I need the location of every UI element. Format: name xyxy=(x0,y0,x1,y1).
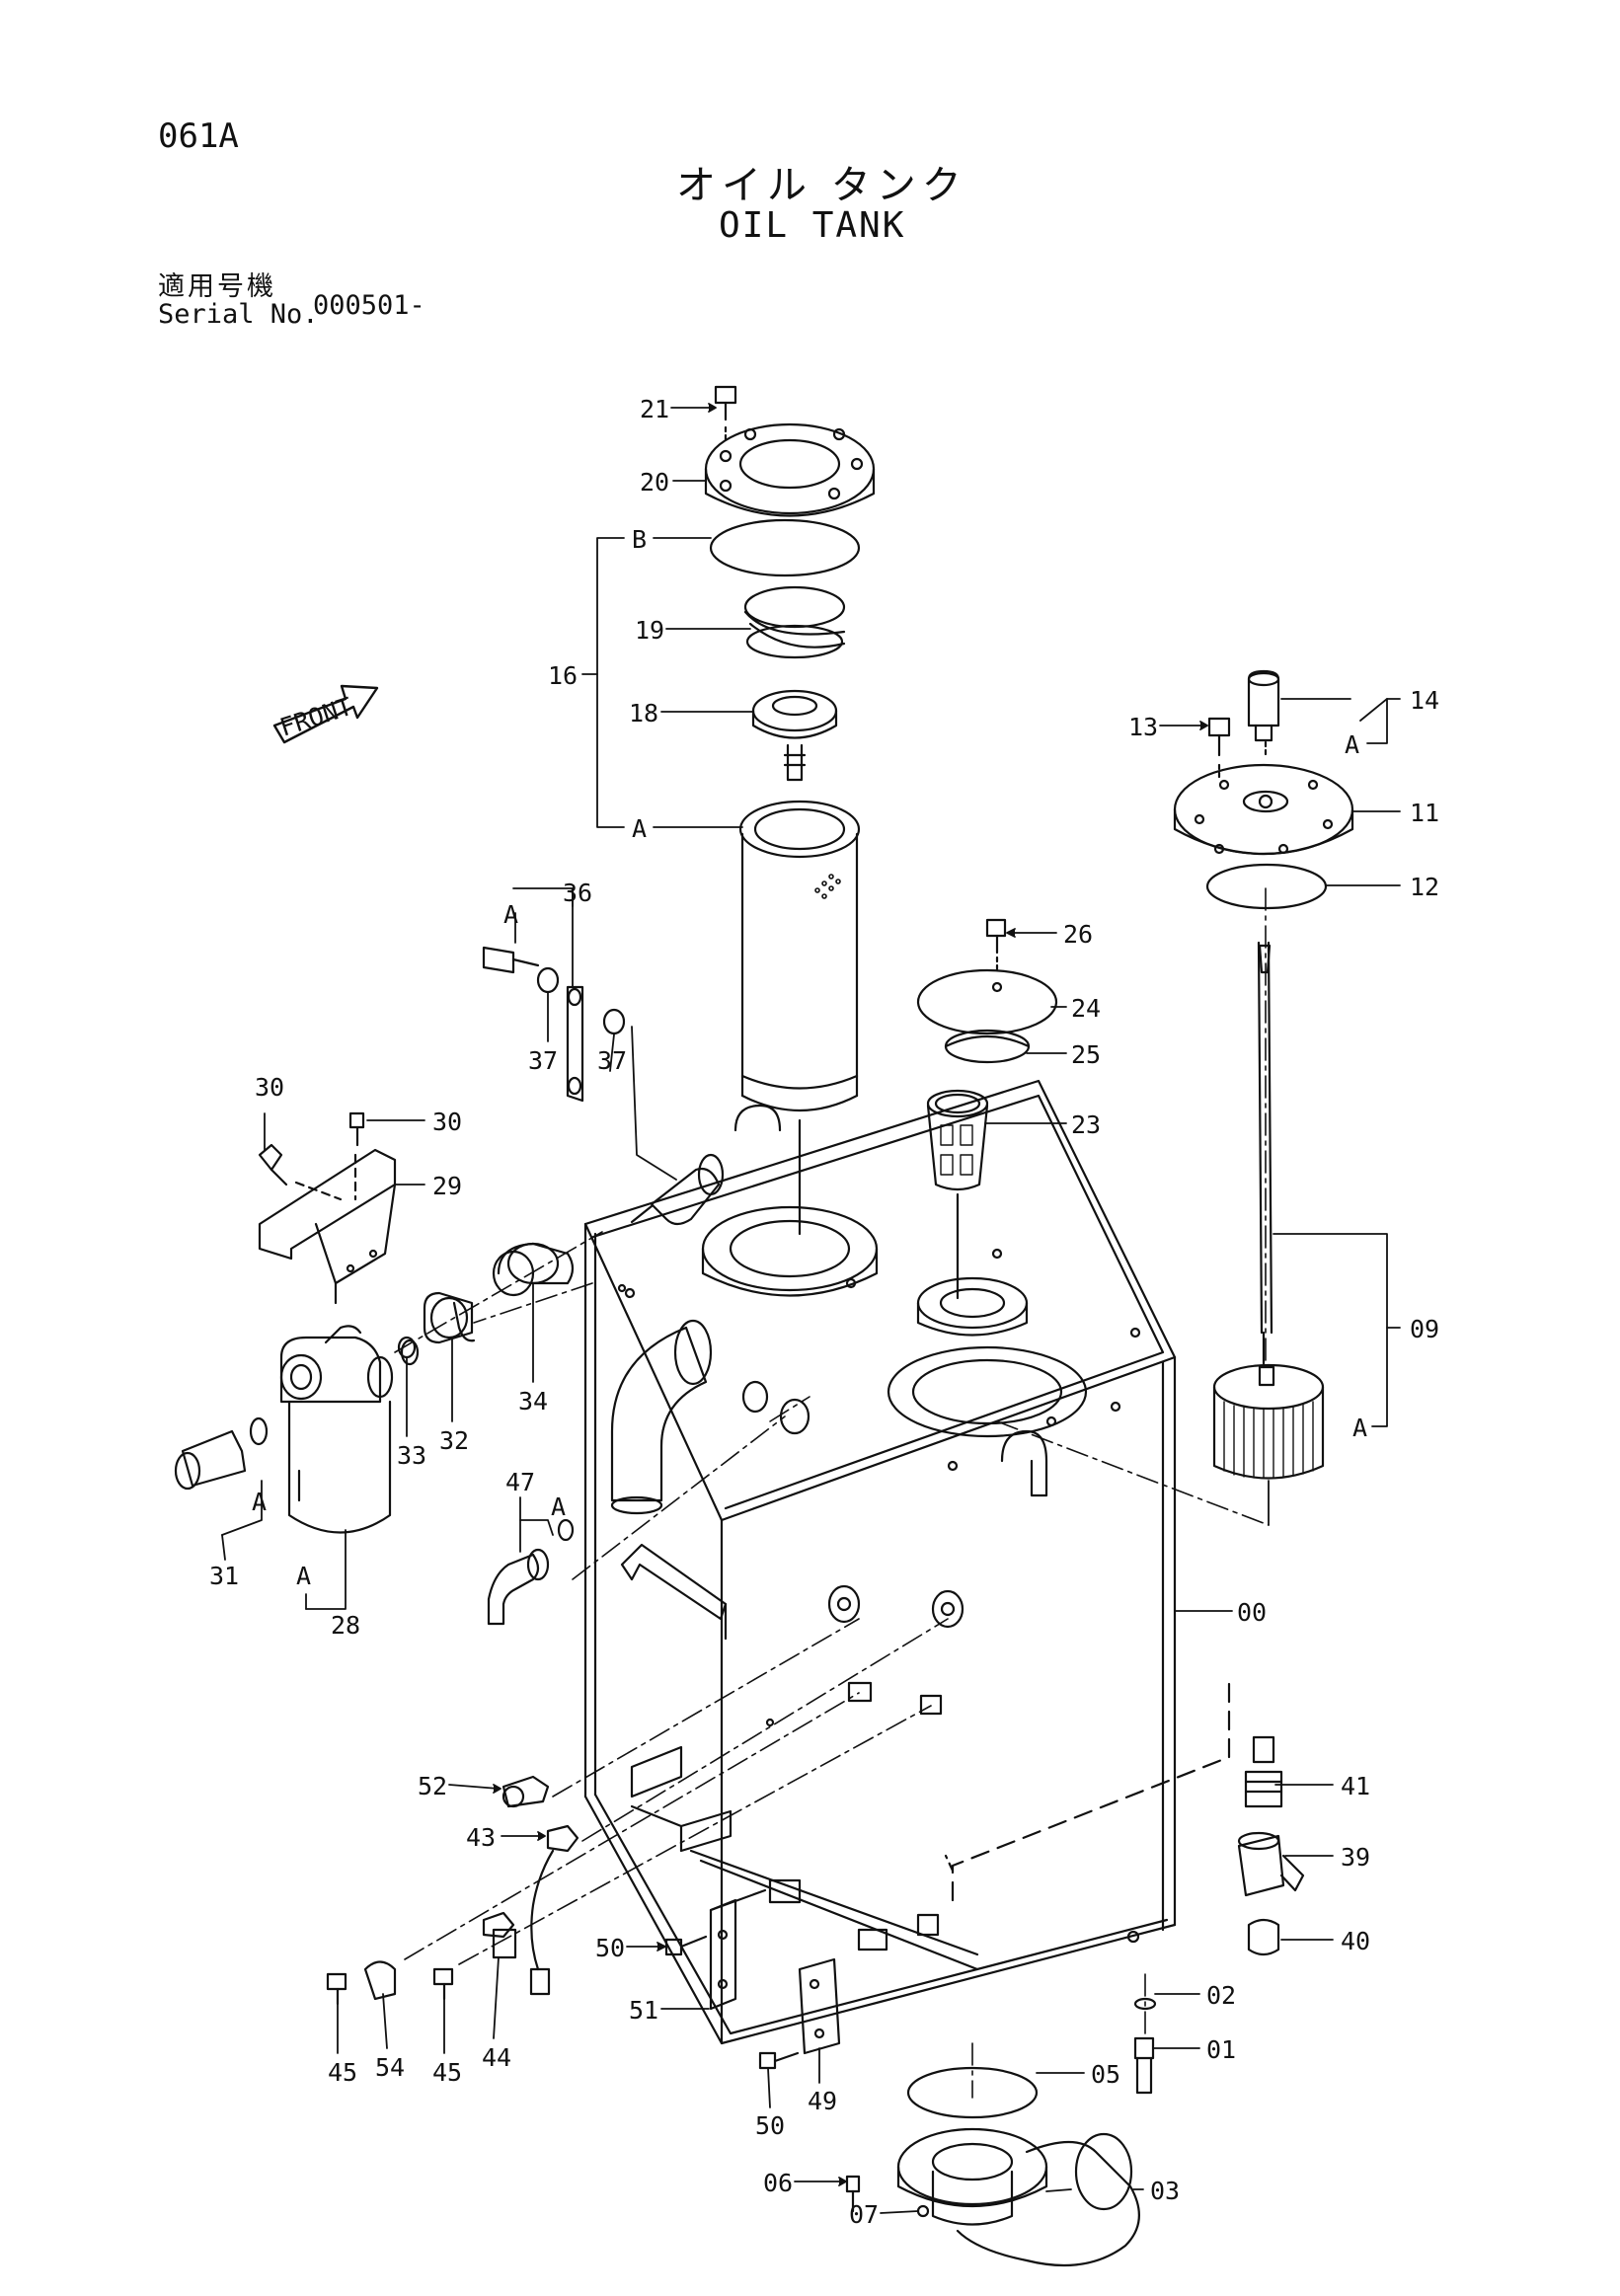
callout-47: 47 xyxy=(505,1468,535,1496)
callout-labels: 21 20 B 19 16 18 A 14 13 A 11 12 26 24 2… xyxy=(209,395,1439,2229)
serial-label-english: Serial No. xyxy=(158,299,319,330)
front-arrow-icon: FRONT xyxy=(272,684,379,744)
callout-40: 40 xyxy=(1341,1927,1370,1955)
callout-39: 39 xyxy=(1341,1843,1370,1872)
callout-09-a: A xyxy=(1352,1414,1367,1442)
hose-fittings xyxy=(397,1242,575,1359)
callout-07: 07 xyxy=(849,2200,879,2229)
callout-33: 33 xyxy=(397,1441,426,1470)
callout-34: 34 xyxy=(518,1387,548,1416)
callout-01: 01 xyxy=(1206,2035,1236,2064)
callout-00: 00 xyxy=(1237,1598,1267,1627)
callout-14-a: A xyxy=(1345,730,1359,759)
callout-18: 18 xyxy=(629,699,658,727)
callout-37-right: 37 xyxy=(597,1046,627,1075)
tank-side-brackets xyxy=(617,1283,964,1727)
leader-lines xyxy=(221,403,1401,2214)
page-code: 061A xyxy=(158,116,239,156)
serial-number-value: 000501- xyxy=(313,290,425,321)
callout-50-bottom: 50 xyxy=(755,2111,785,2140)
callout-30-right: 30 xyxy=(432,1108,462,1136)
clamp-bracket xyxy=(482,946,626,1103)
page-title-japanese: オイル タンク xyxy=(676,163,967,208)
callout-16-a: A xyxy=(632,814,647,843)
suction-pipe-elbow xyxy=(610,1319,713,1515)
callout-31: 31 xyxy=(209,1562,239,1590)
top-cover-assembly xyxy=(704,385,876,1236)
callout-12: 12 xyxy=(1410,873,1439,901)
callout-21: 21 xyxy=(640,395,669,423)
drain-valve-assembly xyxy=(1237,1735,1305,1956)
callout-50-top: 50 xyxy=(595,1934,625,1962)
callout-02: 02 xyxy=(1206,1981,1236,2010)
callout-51: 51 xyxy=(629,1996,658,2025)
callout-43: 43 xyxy=(466,1823,496,1852)
callout-49: 49 xyxy=(808,2087,837,2115)
oil-tank-body xyxy=(583,1079,1231,2045)
callout-41: 41 xyxy=(1341,1772,1370,1800)
callout-36-a: A xyxy=(503,900,518,929)
callout-28-a: A xyxy=(296,1562,311,1590)
callout-14: 14 xyxy=(1410,686,1439,715)
callout-32: 32 xyxy=(439,1426,469,1455)
callout-30-left: 30 xyxy=(255,1073,284,1102)
serial-label-japanese: 適用号機 xyxy=(158,271,276,302)
callout-20: 20 xyxy=(640,468,669,497)
sensor-wiring xyxy=(326,1775,579,2006)
callout-13: 13 xyxy=(1128,713,1158,741)
callout-47-a: A xyxy=(551,1492,566,1521)
filler-strainer-assembly xyxy=(916,918,1058,1300)
line-filter-assembly xyxy=(174,1111,420,1534)
callout-16-b: B xyxy=(632,525,647,554)
callout-52: 52 xyxy=(418,1772,447,1800)
front-label: FRONT xyxy=(276,692,356,742)
callout-26: 26 xyxy=(1063,920,1093,949)
elbow-fitting xyxy=(487,1518,575,1626)
tank-top-ports xyxy=(630,1104,1088,1497)
bottom-brackets xyxy=(664,1888,841,2070)
callout-28: 28 xyxy=(331,1611,360,1640)
callout-09: 09 xyxy=(1410,1315,1439,1343)
assembly-center-lines xyxy=(394,887,1270,2099)
callout-06: 06 xyxy=(763,2169,793,2197)
callout-45-right: 45 xyxy=(432,2058,462,2087)
callout-45-left: 45 xyxy=(328,2058,357,2087)
page-title-english: OIL TANK xyxy=(719,205,906,246)
callout-29: 29 xyxy=(432,1172,462,1200)
callout-44: 44 xyxy=(482,2043,511,2072)
callout-36: 36 xyxy=(563,879,592,907)
callout-25: 25 xyxy=(1071,1040,1101,1069)
callout-54: 54 xyxy=(375,2053,405,2082)
callout-37-left: 37 xyxy=(528,1046,558,1075)
callout-31-a: A xyxy=(252,1488,267,1516)
callout-16: 16 xyxy=(548,661,578,690)
callout-24: 24 xyxy=(1071,994,1101,1023)
callout-03: 03 xyxy=(1150,2177,1180,2205)
suction-outlet-assembly xyxy=(845,1997,1157,2267)
callout-05: 05 xyxy=(1091,2060,1120,2089)
level-gauge-assembly xyxy=(1173,669,1354,1480)
callout-19: 19 xyxy=(635,616,664,645)
callout-11: 11 xyxy=(1410,799,1439,827)
callout-23: 23 xyxy=(1071,1110,1101,1139)
